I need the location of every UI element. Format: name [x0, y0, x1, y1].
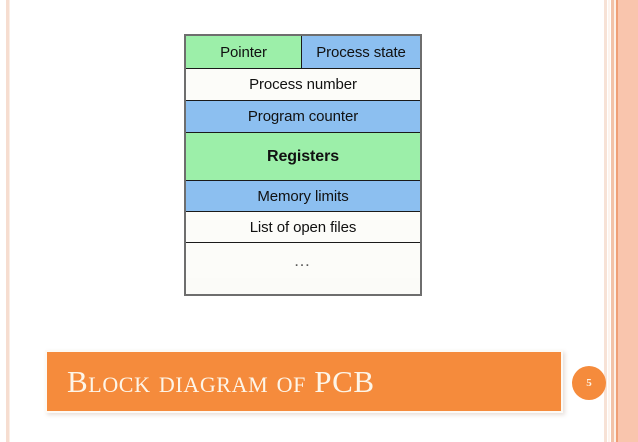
- right-edge-stripe-band: [604, 0, 638, 442]
- table-row: Memory limits: [186, 181, 420, 212]
- left-edge-rule: [6, 0, 9, 442]
- cell-registers: Registers: [186, 133, 420, 180]
- table-row: Process number: [186, 69, 420, 101]
- page-number-label: 5: [586, 377, 592, 389]
- table-row: Registers: [186, 133, 420, 181]
- right-stripe-2: [608, 0, 610, 442]
- table-row: …: [186, 243, 420, 278]
- table-row: Pointer Process state: [186, 36, 420, 69]
- table-row: List of open files: [186, 212, 420, 243]
- right-stripe-1: [604, 0, 607, 442]
- table-row: Program counter: [186, 101, 420, 133]
- page-number-badge: 5: [572, 366, 606, 400]
- cell-ellipsis: …: [186, 243, 420, 278]
- pcb-block-diagram-table: Pointer Process state Process number Pro…: [184, 34, 422, 296]
- cell-pointer: Pointer: [186, 36, 303, 68]
- right-stripe-4: [614, 0, 616, 442]
- cell-program-counter: Program counter: [186, 101, 420, 132]
- cell-list-of-open-files: List of open files: [186, 212, 420, 242]
- cell-memory-limits: Memory limits: [186, 181, 420, 211]
- right-stripe-6: [618, 0, 638, 442]
- left-edge-rule-inner: [9, 0, 10, 442]
- page-title: Block diagram of PCB: [67, 364, 375, 399]
- right-stripe-5: [616, 0, 618, 442]
- right-stripe-3: [611, 0, 614, 442]
- slide-title-banner: Block diagram of PCB: [45, 350, 563, 413]
- cell-process-state: Process state: [302, 36, 420, 68]
- cell-process-number: Process number: [186, 69, 420, 100]
